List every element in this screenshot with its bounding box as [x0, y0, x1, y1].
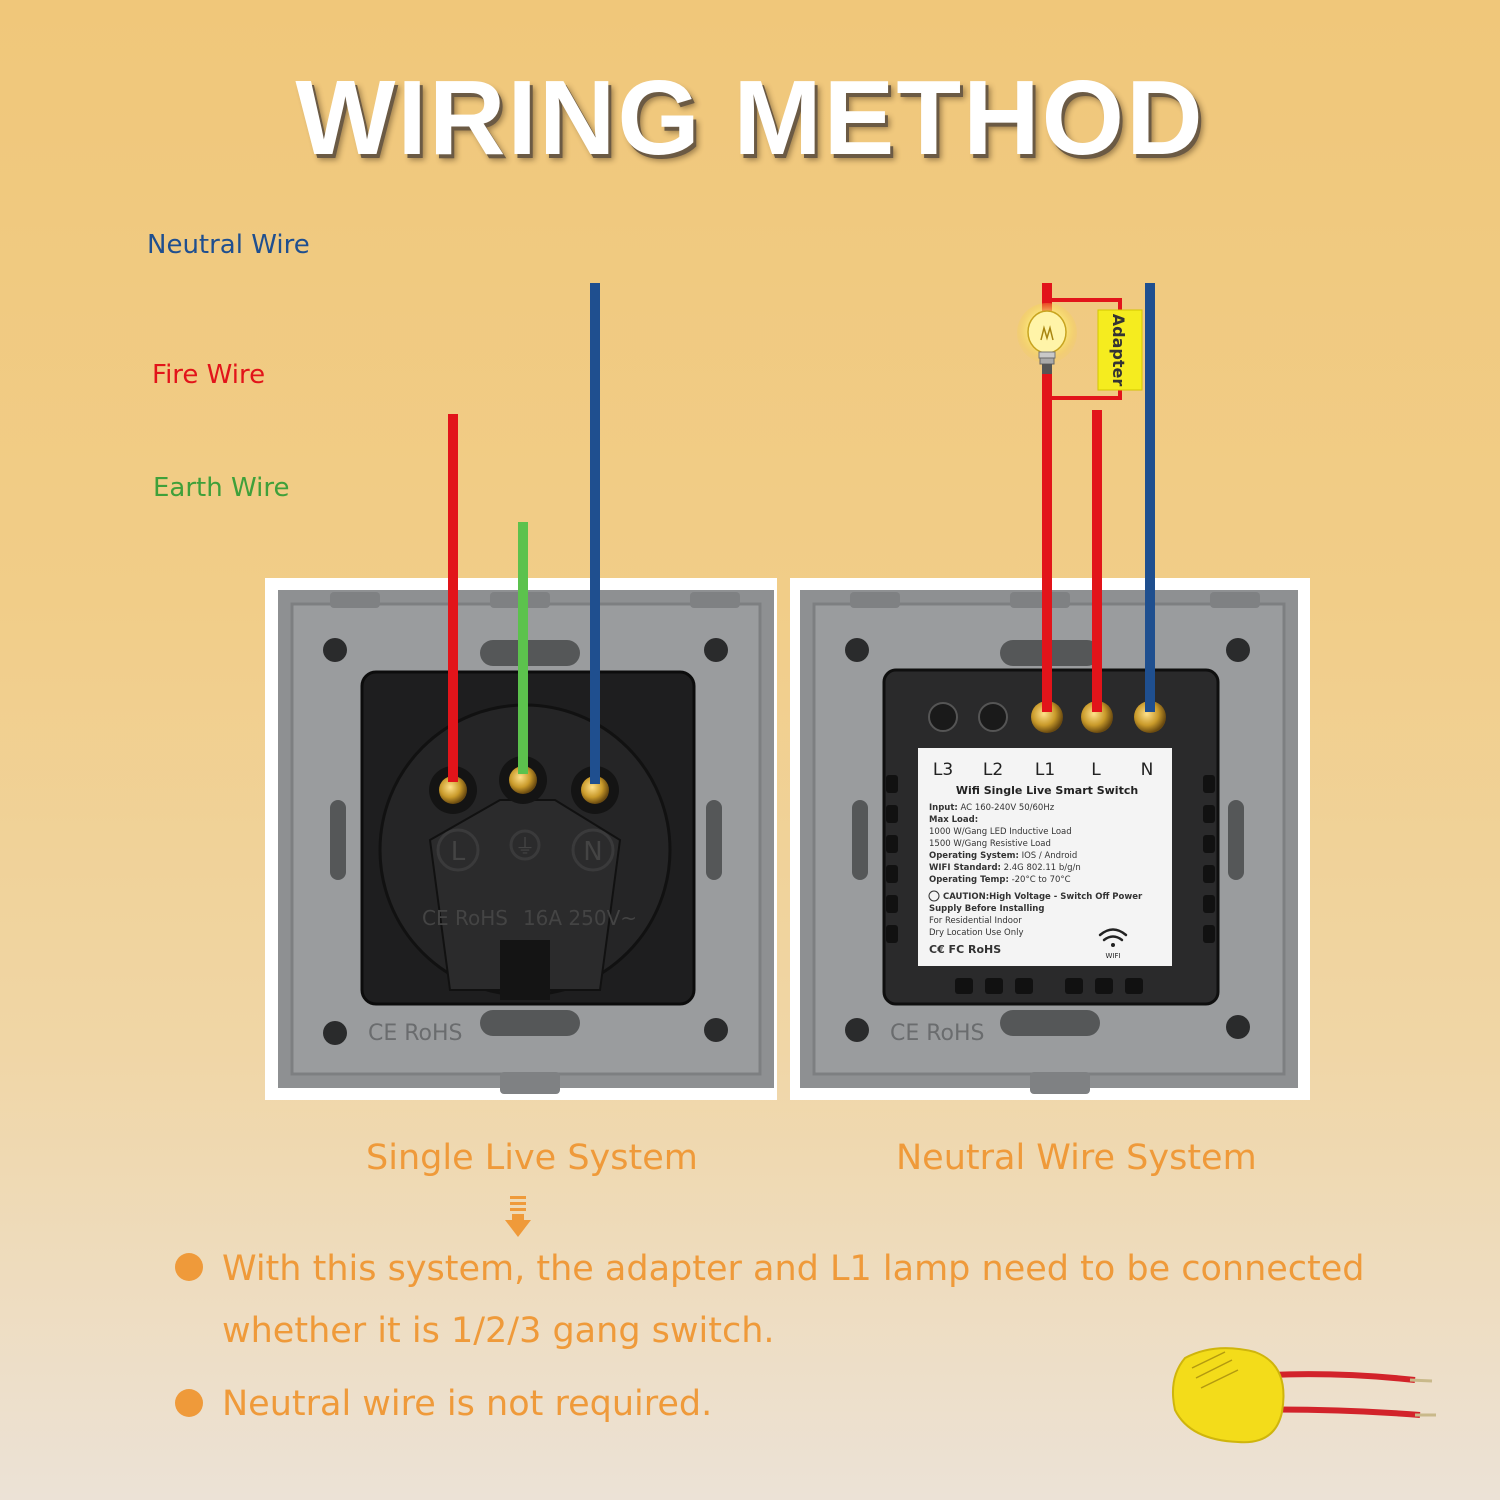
- terminal-label-l2: L2: [983, 760, 1003, 780]
- spec-value: IOS / Android: [1022, 851, 1078, 861]
- note-adapter-lamp: With this system, the adapter and L1 lam…: [222, 1249, 1365, 1351]
- svg-text:Input: AC 160-240V 50/60Hz: Input: AC 160-240V 50/60Hz: [929, 803, 1055, 813]
- svg-text:Operating Temp: -20°C to 70°C: Operating Temp: -20°C to 70°C: [929, 875, 1071, 885]
- earth-wire-label: Earth Wire: [153, 473, 290, 503]
- switch-spec-label: [918, 748, 1172, 966]
- bullet-icon: [175, 1253, 203, 1281]
- svg-text:Max Load:: Max Load:: [929, 815, 978, 825]
- neutral-wire-label: Neutral Wire: [147, 230, 310, 260]
- cert-marks: C€ FC RoHS: [929, 943, 1001, 956]
- socket-terminal-n-screw: [581, 776, 609, 804]
- neutral-wire-system-caption: Neutral Wire System: [896, 1138, 1257, 1178]
- socket-terminal-l-screw: [439, 776, 467, 804]
- fire-wire-label: Fire Wire: [152, 360, 266, 390]
- capacitor-adapter-image: [1172, 1347, 1436, 1444]
- switch-terminal-l-screw: [1081, 701, 1113, 733]
- switch-terminal-l1-screw: [1031, 701, 1063, 733]
- single-live-system-caption: Single Live System: [366, 1138, 698, 1178]
- indoor-line1: For Residential Indoor: [929, 916, 1022, 926]
- spec-key: Operating Temp:: [929, 875, 1009, 885]
- down-arrow-icon: [505, 1196, 531, 1237]
- switch-product-name: Wifi Single Live Smart Switch: [956, 784, 1138, 797]
- adapter-label: Adapter: [1109, 314, 1128, 387]
- page-title: WIRING METHOD: [295, 59, 1205, 177]
- wifi-label: WIFI: [1105, 952, 1120, 960]
- spec-value: 2.4G 802.11 b/g/n: [1004, 863, 1081, 873]
- terminal-label-n: N: [1141, 760, 1154, 780]
- spec-value: AC 160-240V 50/60Hz: [961, 803, 1055, 813]
- lamp-icon: [1017, 303, 1077, 374]
- earth-symbol-icon: ⏚: [515, 834, 535, 858]
- indoor-line2: Dry Location Use Only: [929, 928, 1023, 938]
- caution-icon: [928, 890, 940, 902]
- socket-terminal-n-label: N: [583, 837, 602, 867]
- socket-marks-right: 16A 250V~: [523, 906, 637, 930]
- wifi-icon: [1098, 928, 1128, 947]
- spec-value: -20°C to 70°C: [1012, 875, 1071, 885]
- socket-plate-marks: CE RoHS: [368, 1021, 463, 1046]
- svg-text:WIFI Standard: 2.4G 802.11 b/g: WIFI Standard: 2.4G 802.11 b/g/n: [929, 863, 1081, 873]
- adapter-box: [1097, 309, 1143, 391]
- caution-line2: Supply Before Installing: [929, 904, 1044, 914]
- spec-value: 1500 W/Gang Resistive Load: [929, 839, 1051, 849]
- spec-key: WIFI Standard:: [929, 863, 1001, 873]
- spec-value: 1000 W/Gang LED Inductive Load: [929, 827, 1072, 837]
- bullet-icon: [175, 1389, 203, 1417]
- terminal-label-l3: L3: [933, 760, 953, 780]
- svg-text:Operating System: IOS / Androi: Operating System: IOS / Android: [929, 851, 1077, 861]
- socket-terminal-l-label: L: [451, 837, 466, 867]
- spec-key: Max Load:: [929, 815, 978, 825]
- switch-plate-marks: CE RoHS: [890, 1021, 985, 1046]
- spec-key: Input:: [929, 803, 958, 813]
- terminal-label-l: L: [1091, 760, 1101, 780]
- caution-title: CAUTION:High Voltage - Switch Off Power: [943, 892, 1143, 902]
- terminal-label-l1: L1: [1035, 760, 1055, 780]
- socket-marks-left: CE RoHS: [422, 906, 508, 930]
- socket-panel: CE RoHS L N ⏚ CE RoHS 16A 250V~: [265, 578, 777, 1100]
- spec-key: Operating System:: [929, 851, 1019, 861]
- note-neutral-not-required: Neutral wire is not required.: [222, 1384, 713, 1424]
- socket-terminal-earth-screw: [509, 766, 537, 794]
- switch-terminal-n-screw: [1134, 701, 1166, 733]
